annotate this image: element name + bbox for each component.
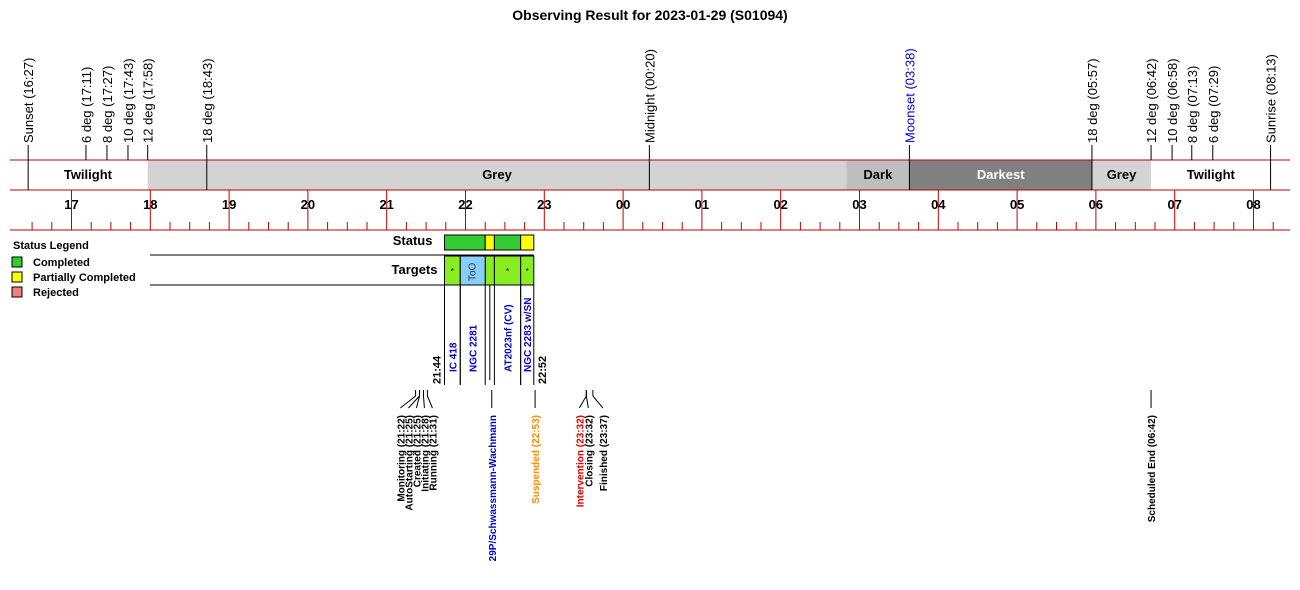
sky-band-5 [1151, 160, 1271, 190]
target-mark: ToO [468, 262, 479, 281]
target-block [520, 255, 535, 286]
hour-label: 07 [1167, 197, 1181, 212]
sun-event-label: 6 deg (07:29) [1206, 66, 1221, 143]
target-name: NGC 2283 w/SN [523, 298, 534, 372]
sun-event-label: Sunset (16:27) [21, 58, 36, 143]
chart-title: Observing Result for 2023-01-29 (S01094) [512, 7, 787, 23]
hour-label: 23 [537, 197, 551, 212]
hour-label: 04 [931, 197, 946, 212]
sky-band-label: Twilight [1187, 167, 1236, 182]
legend-swatch [11, 256, 23, 268]
event-connector [415, 390, 421, 409]
target-name: AT2023nf (CV) [504, 304, 515, 372]
status-row-label: Status [393, 233, 433, 248]
event-label: Scheduled End (06:42) [1147, 415, 1158, 522]
event-label: Running (21:31) [428, 415, 439, 491]
hour-label: 21 [379, 197, 393, 212]
event-connector [400, 390, 417, 409]
target-block [493, 255, 522, 286]
sun-event-label: 8 deg (17:27) [100, 66, 115, 143]
target-mark: * [506, 267, 509, 276]
hour-label: 03 [852, 197, 866, 212]
event-label: Created (21:25) [412, 415, 423, 487]
legend-swatch [11, 271, 23, 283]
time-mark-label: 22:52 [537, 356, 549, 384]
hour-label: 00 [616, 197, 630, 212]
sky-band-label: Darkest [977, 167, 1025, 182]
sky-band-label: Dark [863, 167, 893, 182]
hour-label: 05 [1010, 197, 1024, 212]
hour-label: 02 [773, 197, 787, 212]
sun-event-label: 18 deg (05:57) [1085, 58, 1100, 143]
time-mark-label: 21:44 [431, 355, 443, 384]
hour-label: 19 [222, 197, 236, 212]
sky-band-layer: Twilight Grey Dark Darkest Grey Twilight [28, 160, 1271, 190]
event-label: AutoStarting (21:25) [404, 415, 415, 511]
target-block [459, 255, 486, 286]
hour-label: 01 [695, 197, 709, 212]
event-label: Finished (23:37) [599, 415, 610, 491]
sky-band-label: Grey [482, 167, 512, 182]
event-label: Intervention (23:32) [575, 415, 586, 507]
sky-band-2 [846, 160, 910, 190]
sky-band-4 [1091, 160, 1152, 190]
sun-event-label: Sunrise (08:13) [1264, 54, 1279, 143]
sun-event-label: Moonset (03:38) [902, 48, 917, 143]
target-mark: * [451, 267, 454, 276]
target-name: NGC 2281 [469, 324, 480, 372]
sun-event-label: 8 deg (07:13) [1185, 66, 1200, 143]
sun-event-label: 10 deg (06:58) [1165, 58, 1180, 143]
hour-label: 08 [1246, 197, 1260, 212]
sky-band-label: Twilight [64, 167, 113, 182]
sun-event-label: 12 deg (06:42) [1144, 58, 1159, 143]
sky-band-label: Grey [1107, 167, 1137, 182]
legend-title: Status Legend [13, 240, 89, 252]
legend-swatch [11, 286, 23, 298]
event-label: 29P/Schwassmann-Wachmann [488, 415, 499, 561]
hour-label: 17 [64, 197, 78, 212]
targets-row-label: Targets [391, 262, 437, 277]
hour-label: 20 [301, 197, 315, 212]
event-connector [585, 390, 589, 409]
event-label: Monitoring (21:22) [396, 415, 407, 502]
legend-label: Rejected [33, 287, 79, 299]
event-label: Suspended (22:53) [531, 415, 542, 504]
sun-event-label: 6 deg (17:11) [79, 67, 94, 143]
sky-band-0 [28, 160, 148, 190]
legend-label: Completed [33, 257, 90, 269]
target-mark: * [526, 267, 529, 276]
event-connector [408, 390, 421, 409]
status-block [484, 234, 495, 251]
legend-label: Partially Completed [33, 272, 136, 284]
hour-label: 22 [458, 197, 472, 212]
event-label: Closing (23:32) [584, 415, 595, 487]
hour-axis: 17 18 19 20 21 22 23 00 01 02 03 04 05 06 07 08 [31, 190, 1274, 230]
event-layer: Monitoring (21:22)AutoStarting (21:25)Cr… [396, 390, 1158, 561]
sky-band-1 [147, 160, 847, 190]
sun-event-label: 18 deg (18:43) [200, 58, 215, 143]
sun-event-layer: Sunset (16:27) 6 deg (17:11) 8 deg (17:27)… [21, 48, 1279, 190]
target-name: IC 418 [448, 342, 459, 372]
event-label: Initiating (21:28) [420, 415, 431, 492]
sun-event-label: Midnight (00:20) [642, 49, 657, 143]
event-connector [592, 390, 604, 409]
status-block [443, 234, 486, 251]
event-connector [578, 390, 587, 409]
sun-event-label: 12 deg (17:58) [141, 58, 156, 143]
status-block [493, 234, 522, 251]
hour-label: 06 [1089, 197, 1103, 212]
hour-label: 18 [143, 197, 157, 212]
event-connector [422, 390, 425, 409]
sky-band-3 [909, 160, 1092, 190]
event-connector [426, 390, 433, 409]
sun-event-label: 10 deg (17:43) [121, 58, 136, 143]
target-block [484, 255, 495, 286]
status-block [520, 234, 535, 251]
